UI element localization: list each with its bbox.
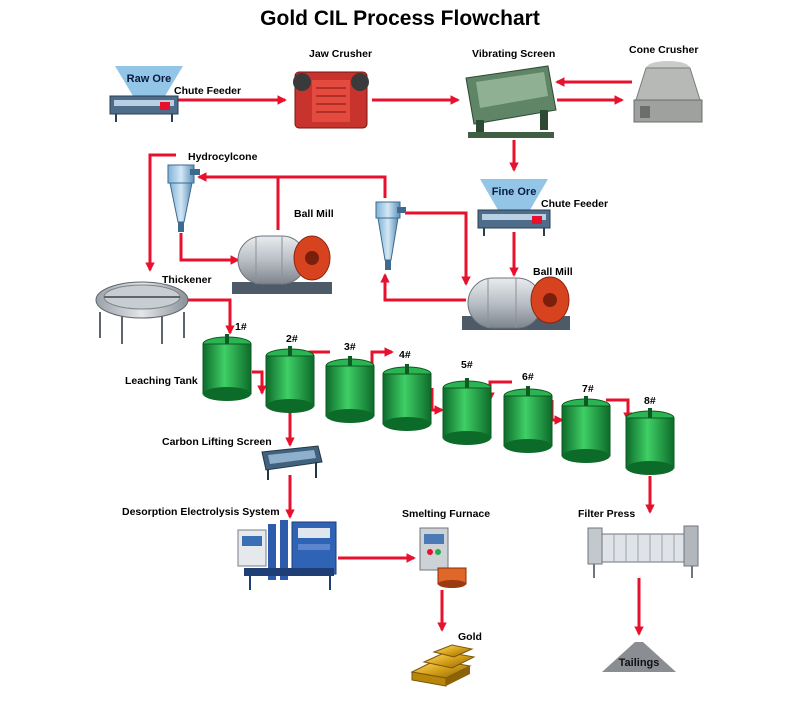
cone-crusher-label: Cone Crusher	[629, 44, 698, 56]
ball-mill-2-label: Ball Mill	[533, 266, 573, 278]
arrow-tank4-to-tank5	[430, 388, 444, 415]
leach-tank-2: 2#	[265, 333, 315, 413]
thickener-label: Thickener	[162, 274, 212, 286]
hydrocyclone-2	[375, 201, 406, 270]
chute-feeder-2-label: Chute Feeder	[541, 198, 608, 210]
raw-ore-hopper: Raw Ore	[115, 66, 183, 96]
arrow-tank7-to-tank8	[606, 398, 633, 422]
jaw-crusher	[293, 71, 369, 129]
flow-arrows	[145, 77, 655, 636]
chute-feeder-2	[477, 209, 551, 236]
leach-tank-3: 3#	[325, 341, 375, 423]
carbon-lifting-screen-label: Carbon Lifting Screen	[162, 436, 272, 448]
smelting-furnace	[419, 527, 467, 588]
tailings-pile: Tailings	[602, 642, 676, 672]
chute-feeder-1	[109, 95, 179, 122]
arrow-cyclone1-to-thickener	[145, 153, 176, 272]
page-title: Gold CIL Process Flowchart	[260, 7, 540, 30]
filter-press-label: Filter Press	[578, 508, 635, 520]
tank-7-number: 7#	[582, 383, 594, 395]
arrow-cyclone1-to-mill1	[179, 233, 240, 265]
fine-ore-label: Fine Ore	[492, 186, 537, 198]
arrow-tank1-to-tank2	[252, 370, 267, 395]
leaching-tanks: 1# 2# 3# 4#	[202, 321, 675, 475]
fine-ore-hopper: Fine Ore	[480, 179, 548, 210]
arrow-tank6-to-tank7	[550, 400, 564, 425]
desorption-label: Desorption Electrolysis System	[122, 506, 280, 518]
tailings-label: Tailings	[619, 657, 660, 669]
tank-6-number: 6#	[522, 371, 534, 383]
tank-8-number: 8#	[644, 395, 656, 407]
hydrocyclone-label: Hydrocylcone	[188, 151, 258, 163]
chute-feeder-1-label: Chute Feeder	[174, 85, 241, 97]
smelting-furnace-label: Smelting Furnace	[402, 508, 490, 520]
vibrating-screen	[465, 65, 557, 138]
leach-tank-6: 6#	[503, 371, 553, 453]
tank-4-number: 4#	[399, 349, 411, 361]
leach-tank-1: 1#	[202, 321, 252, 401]
tank-1-number: 1#	[235, 321, 247, 333]
leach-tank-7: 7#	[561, 383, 611, 463]
arrow-thickener-to-tank1	[185, 298, 235, 335]
cone-crusher	[633, 61, 703, 123]
arrow-cyclone2-to-mill2	[405, 211, 471, 286]
tank-2-number: 2#	[286, 333, 298, 345]
tank-5-number: 5#	[461, 359, 473, 371]
tank-3-number: 3#	[344, 341, 356, 353]
arrow-cyclone2-to-cyclone1	[197, 172, 387, 198]
gold-bars	[410, 644, 476, 687]
ball-mill-2	[462, 276, 570, 330]
jaw-crusher-label: Jaw Crusher	[309, 48, 372, 60]
leaching-tank-label: Leaching Tank	[125, 375, 198, 387]
ball-mill-1-label: Ball Mill	[294, 208, 334, 220]
carbon-lifting-screen	[261, 445, 323, 480]
filter-press	[587, 525, 699, 578]
leach-tank-5: 5#	[442, 359, 492, 445]
gold-label: Gold	[458, 631, 482, 643]
vibrating-screen-label: Vibrating Screen	[472, 48, 555, 60]
desorption-electrolysis-system	[237, 520, 337, 590]
raw-ore-label: Raw Ore	[127, 73, 172, 85]
leach-tank-4: 4#	[382, 349, 432, 431]
thickener	[95, 281, 189, 344]
arrow-mill1-to-cyclone1	[200, 175, 280, 230]
ball-mill-1	[232, 235, 332, 294]
arrow-mill2-to-cyclone2	[380, 273, 466, 302]
hydrocyclone-1	[167, 164, 200, 232]
leach-tank-8: 8#	[625, 395, 675, 475]
